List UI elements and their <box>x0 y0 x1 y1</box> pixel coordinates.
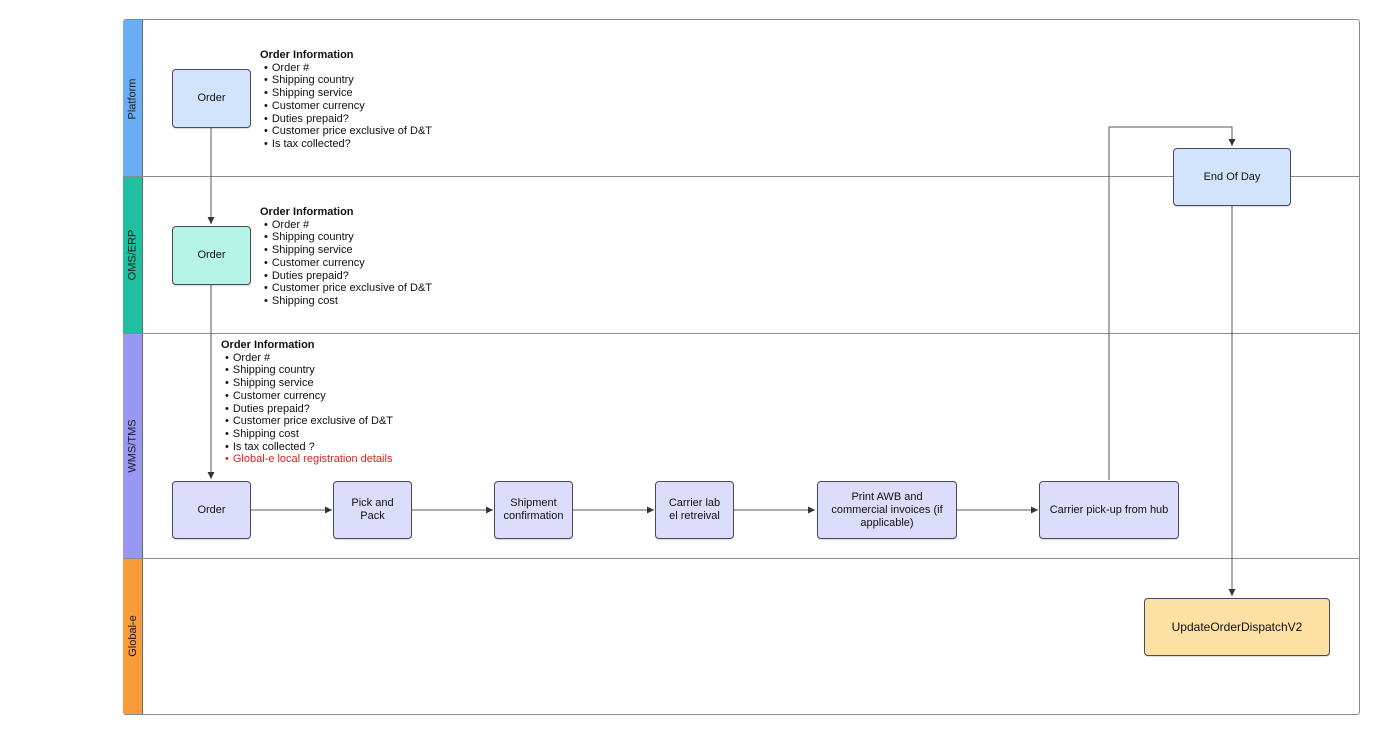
node-label: Shipment confirmation <box>503 497 564 522</box>
end-of-day-box[interactable]: End Of Day <box>1173 148 1291 206</box>
carrier-pickup-box[interactable]: Carrier pick-up from hub <box>1039 481 1179 539</box>
lane-separator <box>123 333 1360 334</box>
info-item: Customer currency <box>221 390 393 403</box>
node-label: Order <box>197 249 226 261</box>
carrier-label-retrieval-box[interactable]: Carrier lab el retreival <box>655 481 734 539</box>
lane-label-text: WMS/TMS <box>126 418 139 473</box>
lane-label-platform: Platform <box>123 20 143 177</box>
info-title: Order Information <box>260 206 354 218</box>
info-item: Shipping country <box>260 74 432 87</box>
info-item: Duties prepaid? <box>221 403 393 416</box>
info-item: Order # <box>260 62 432 75</box>
wms-order-info: Order Information Order # Shipping count… <box>221 339 393 466</box>
lane-label-text: OMS/ERP <box>126 229 139 281</box>
info-item: Is tax collected ? <box>221 441 393 454</box>
update-order-dispatch-box[interactable]: UpdateOrderDispatchV2 <box>1144 598 1330 656</box>
node-label: Pick and Pack <box>351 497 394 522</box>
info-item: Customer currency <box>260 100 432 113</box>
lane-separator <box>123 558 1360 559</box>
wms-order-box[interactable]: Order <box>172 481 251 539</box>
info-item: Customer price exclusive of D&T <box>221 415 393 428</box>
info-item: Customer price exclusive of D&T <box>260 282 432 295</box>
info-item: Duties prepaid? <box>260 270 432 283</box>
lane-label-wms-tms: WMS/TMS <box>123 333 143 558</box>
platform-order-info: Order Information Order # Shipping count… <box>260 49 432 151</box>
info-item: Shipping service <box>221 377 393 390</box>
lane-separator <box>123 176 1360 177</box>
platform-order-box[interactable]: Order <box>172 69 251 128</box>
oms-order-box[interactable]: Order <box>172 226 251 285</box>
info-item: Order # <box>221 352 393 365</box>
oms-order-info: Order Information Order # Shipping count… <box>260 206 432 308</box>
info-item: Customer currency <box>260 257 432 270</box>
info-item: Order # <box>260 219 432 232</box>
node-label: Order <box>197 92 226 104</box>
node-label: Order <box>197 503 226 516</box>
info-item: Duties prepaid? <box>260 113 432 126</box>
lane-label-text: Platform <box>126 78 139 119</box>
node-label: Carrier lab el retreival <box>668 497 721 522</box>
node-label: Print AWB and commercial invoices (if ap… <box>831 490 943 529</box>
shipment-confirmation-box[interactable]: Shipment confirmation <box>494 481 573 539</box>
info-item: Shipping service <box>260 244 432 257</box>
lane-label-oms-erp: OMS/ERP <box>123 177 143 333</box>
node-label: Carrier pick-up from hub <box>1049 503 1169 516</box>
info-item: Customer price exclusive of D&T <box>260 125 432 138</box>
print-awb-box[interactable]: Print AWB and commercial invoices (if ap… <box>817 481 957 539</box>
info-item: Shipping cost <box>260 295 432 308</box>
info-item: Shipping country <box>260 231 432 244</box>
info-item: Shipping cost <box>221 428 393 441</box>
info-item: Shipping service <box>260 87 432 100</box>
node-label: End Of Day <box>1203 170 1261 183</box>
info-title: Order Information <box>260 49 354 61</box>
pick-and-pack-box[interactable]: Pick and Pack <box>333 481 412 539</box>
info-title: Order Information <box>221 339 315 351</box>
lane-label-text: Global-e <box>126 615 139 657</box>
info-item-highlight: Global-e local registration details <box>221 453 393 466</box>
info-item: Shipping country <box>221 364 393 377</box>
lane-label-global-e: Global-e <box>123 558 143 714</box>
node-label: UpdateOrderDispatchV2 <box>1171 619 1303 634</box>
info-item: Is tax collected? <box>260 138 432 151</box>
